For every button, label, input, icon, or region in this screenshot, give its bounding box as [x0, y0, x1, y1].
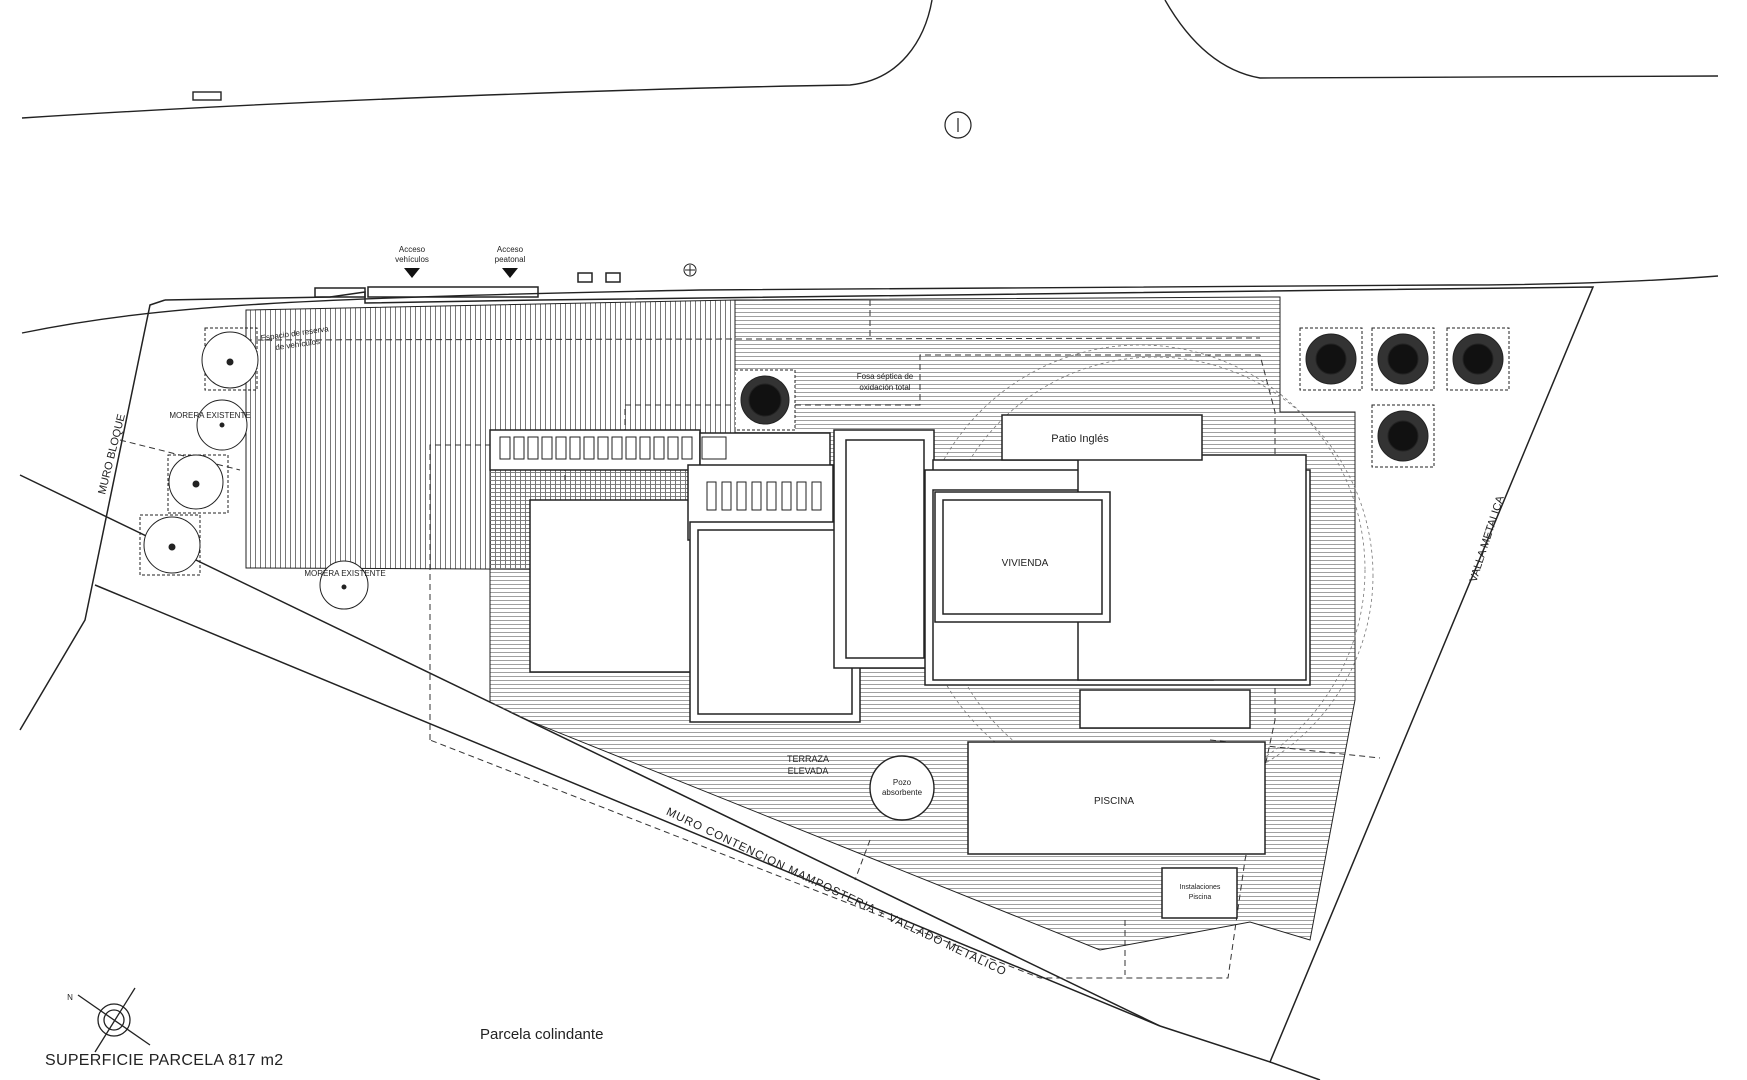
acceso-peatonal-label: Acceso: [497, 245, 524, 254]
fosa-septica-label-2: oxidación total: [859, 383, 910, 392]
stair-blocks: [499, 436, 822, 511]
planted-trees: [734, 327, 1510, 468]
superficie-parcela-label: SUPERFICIE PARCELA 817 m2: [45, 1052, 284, 1069]
fosa-septica-label: Fosa séptica de: [857, 372, 914, 381]
north-arrow-icon: [77, 987, 151, 1053]
pozo-label-2: absorbente: [882, 788, 923, 797]
manhole-symbol: [944, 111, 972, 139]
pozo-label: Pozo: [893, 778, 912, 787]
patio-ingles-label: Patio Inglés: [1051, 433, 1109, 445]
parcela-colindante-label: Parcela colindante: [480, 1026, 604, 1043]
acceso-peatonal-label-2: peatonal: [495, 255, 526, 264]
valla-metalica-label: VALLA METALICA: [1468, 494, 1507, 584]
hydrant-symbol: [683, 263, 697, 277]
house-volumes: [489, 414, 1311, 919]
vivienda-label: VIVIENDA: [1002, 558, 1049, 569]
existing-trees: [139, 327, 369, 610]
access-arrows: [404, 268, 518, 278]
pozo-absorbente-circle: [869, 755, 935, 821]
morera-existente-label-2: MORERA EXISTENTE: [304, 569, 385, 578]
morera-existente-label: MORERA EXISTENTE: [169, 411, 250, 420]
acceso-vehiculos-label-2: vehículos: [395, 255, 429, 264]
road-edges: [21, 0, 1719, 334]
instalaciones-label-2: Piscina: [1189, 894, 1212, 901]
terraza-label-2: ELEVADA: [788, 766, 829, 776]
piscina-label: PISCINA: [1094, 796, 1134, 807]
instalaciones-label: Instalaciones: [1180, 884, 1221, 891]
terraza-label: TERRAZA: [787, 754, 829, 764]
acceso-vehiculos-label: Acceso: [399, 245, 426, 254]
north-label: N: [67, 993, 73, 1002]
site-boundary: [19, 272, 1595, 1080]
muro-bloque-label: MURO BLOQUE: [96, 413, 128, 496]
